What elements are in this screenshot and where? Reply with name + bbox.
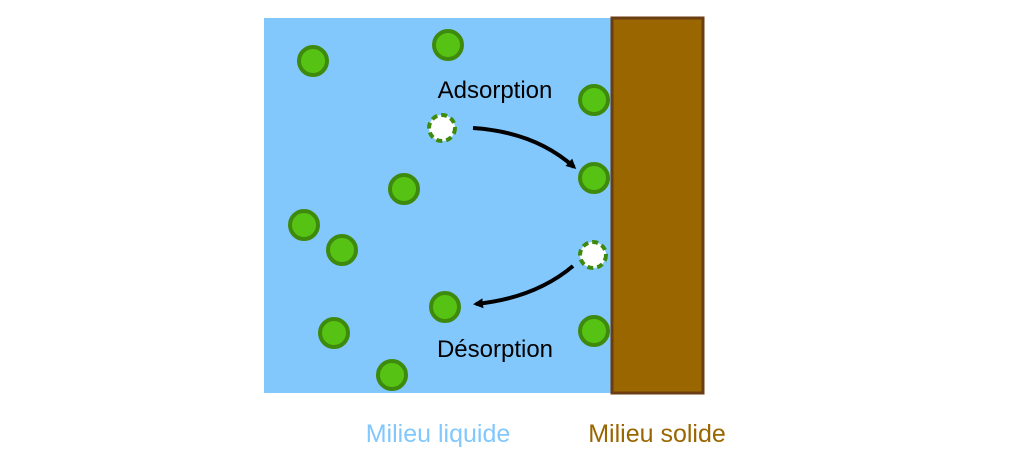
surface-particles (578, 84, 610, 347)
desorption-origin-ghost (578, 240, 608, 270)
particle (318, 317, 350, 349)
solid-medium-caption: Milieu solide (588, 420, 726, 448)
particle (376, 359, 408, 391)
liquid-particles (288, 29, 464, 391)
liquid-medium-caption: Milieu liquide (366, 420, 511, 448)
particle (326, 234, 358, 266)
desorption-label: Désorption (437, 336, 553, 363)
adsorption-label: Adsorption (438, 77, 553, 104)
particle (429, 291, 461, 323)
particle (432, 29, 464, 61)
desorption-arrow (473, 264, 575, 309)
particle (288, 209, 320, 241)
adsorbed-particle (578, 315, 610, 347)
adsorption-origin-ghost (427, 113, 457, 143)
solid-medium (610, 16, 705, 395)
adsorption-arrow (472, 126, 577, 170)
particle (388, 173, 420, 205)
particle (297, 45, 329, 77)
adsorbed-particle (578, 84, 610, 116)
adsorbed-particle (578, 162, 610, 194)
